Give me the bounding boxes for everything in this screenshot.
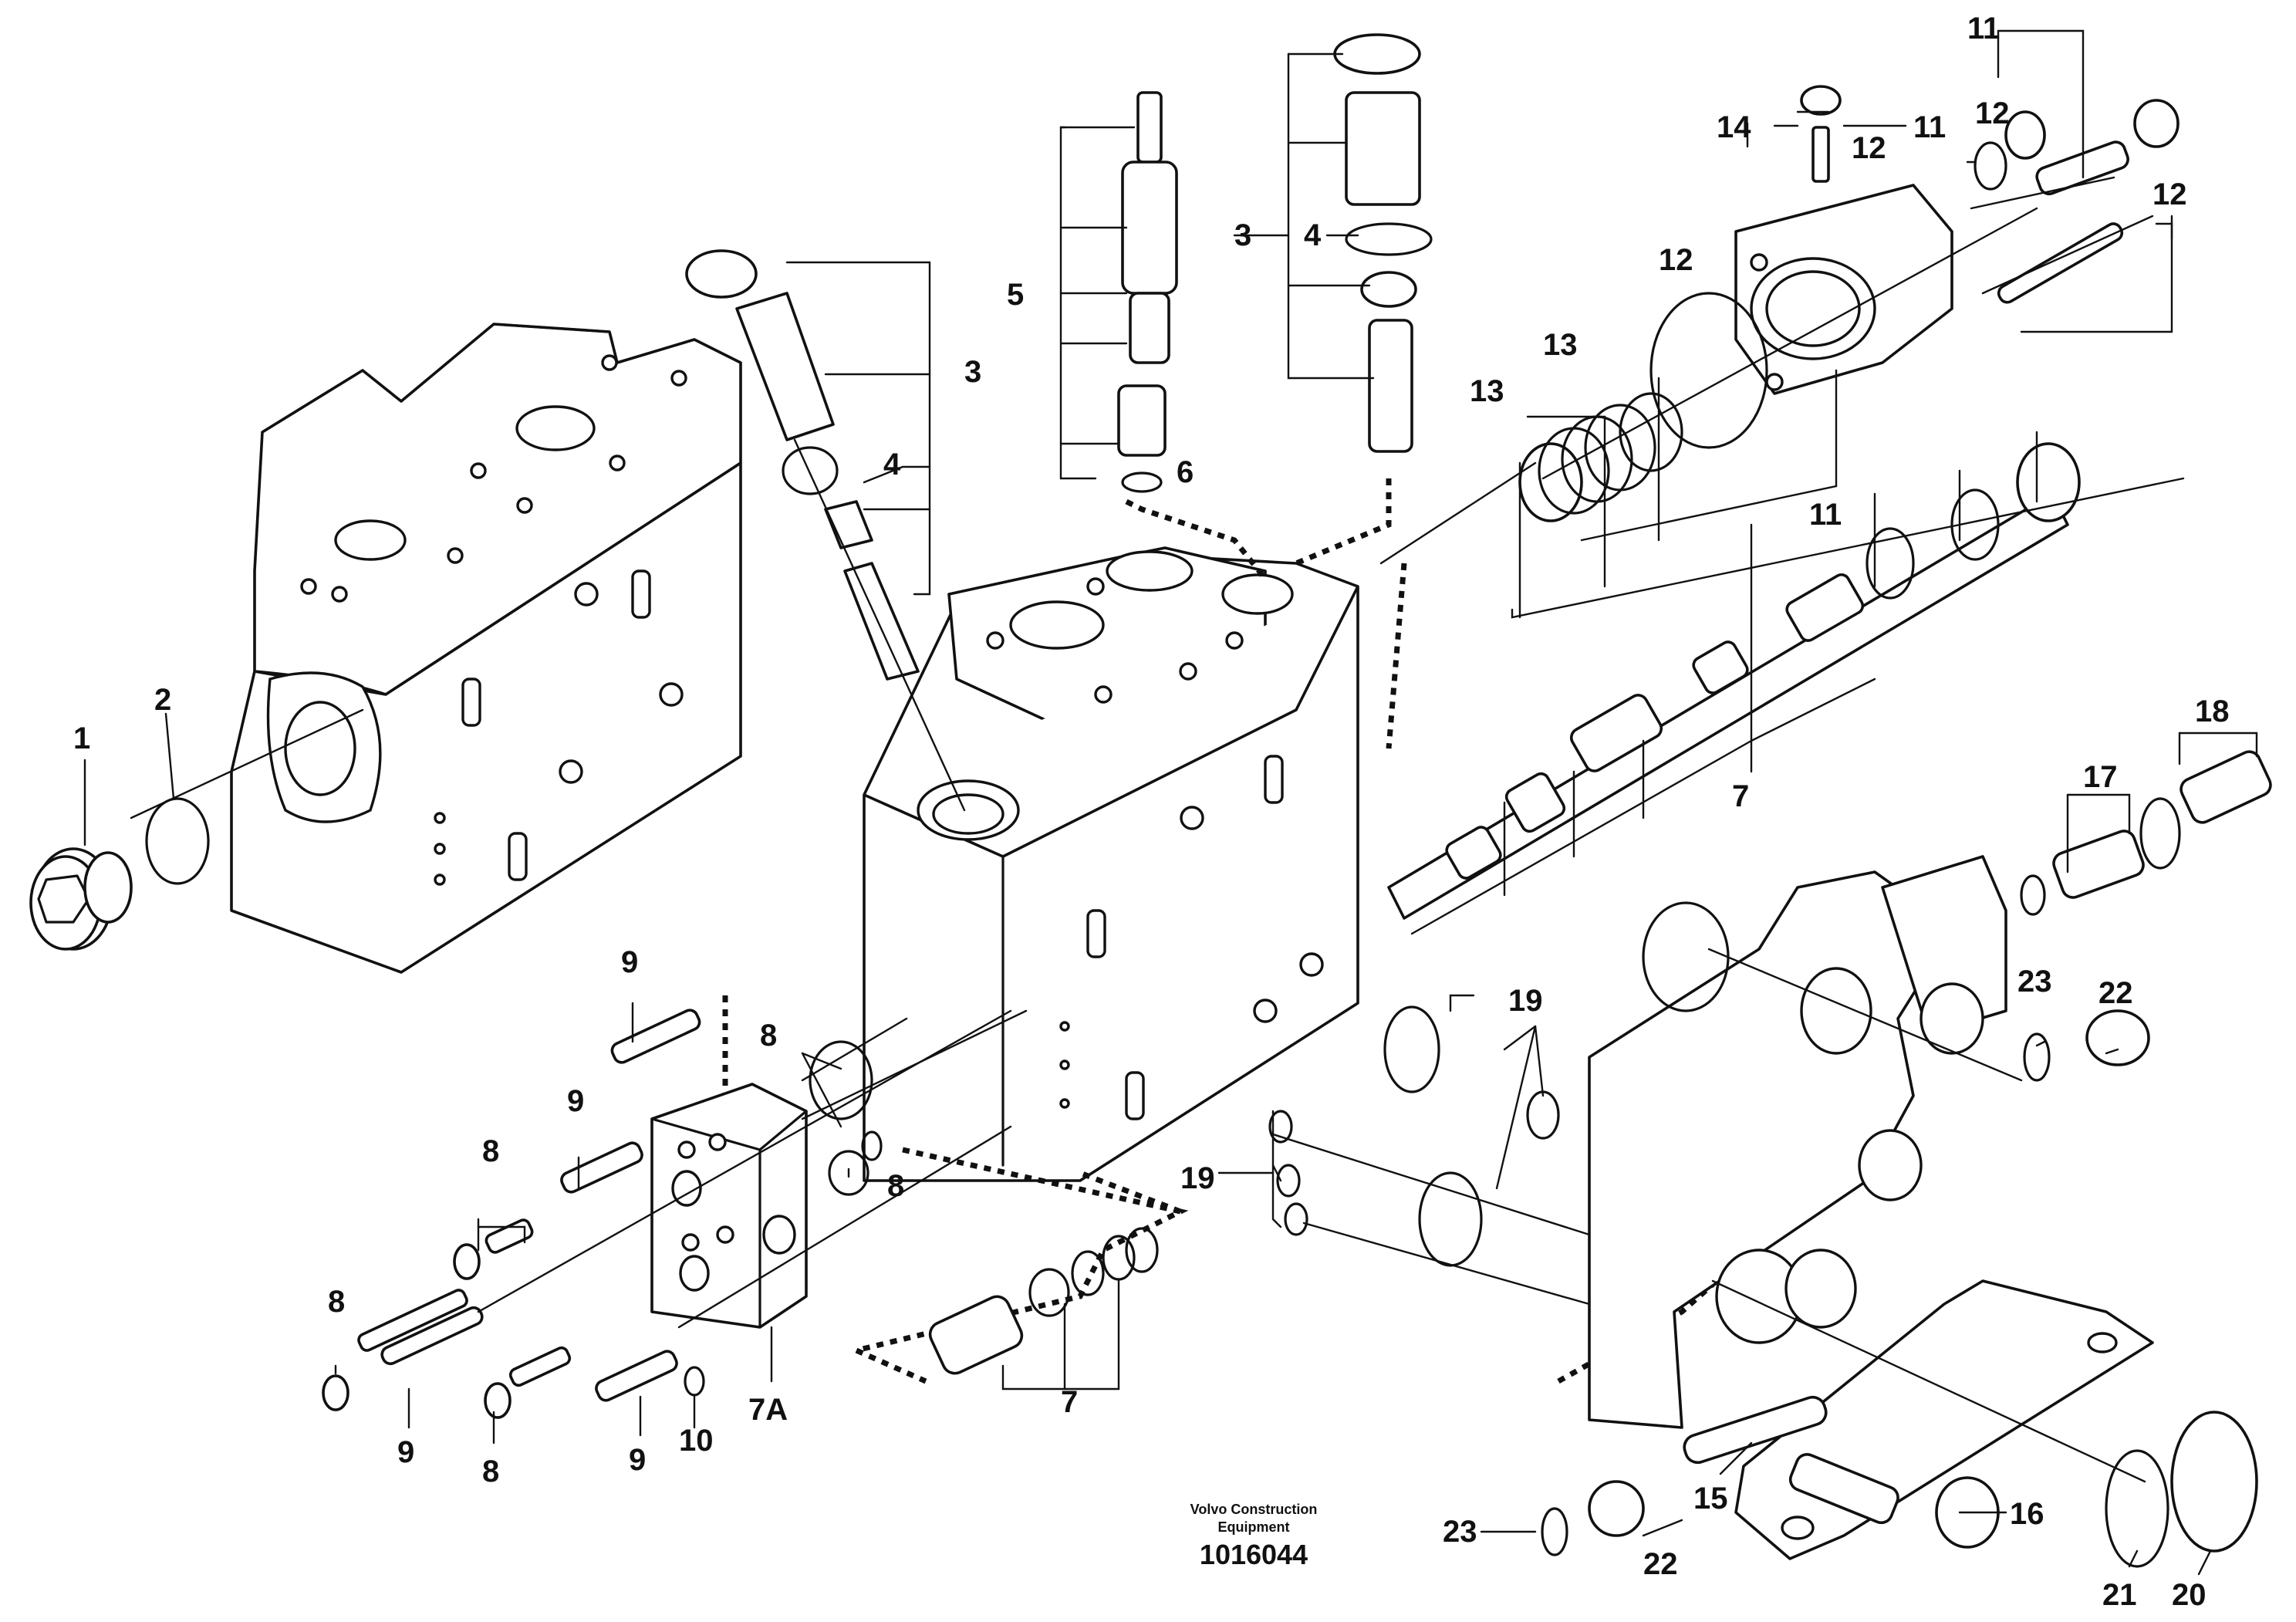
label-12-mid: 12 [1852, 131, 1886, 165]
label-23-bottom: 23 [1443, 1515, 1477, 1549]
label-3-left: 3 [964, 355, 981, 389]
left-valve-section [230, 323, 742, 974]
label-7-lower: 7 [1061, 1385, 1078, 1419]
label-7A: 7A [748, 1393, 788, 1427]
label-6: 6 [1177, 455, 1194, 489]
caption-line-2: Equipment [1218, 1519, 1290, 1535]
cartridge-3-right [1333, 33, 1433, 453]
label-8-left: 8 [328, 1285, 345, 1319]
label-8-bottom: 8 [482, 1455, 499, 1489]
label-9-mid: 9 [567, 1084, 584, 1118]
label-17: 17 [2083, 760, 2118, 794]
dash-guide-5 [848, 1147, 1189, 1384]
label-7-right: 7 [1732, 779, 1749, 813]
label-15: 15 [1693, 1482, 1728, 1516]
label-9-right: 9 [629, 1443, 646, 1477]
label-12-center: 12 [1659, 243, 1693, 277]
main-valve-body [863, 546, 1359, 1182]
spool-cover-11 [1734, 85, 2180, 395]
cartridge-5 [1117, 91, 1178, 493]
label-23-right: 23 [2017, 965, 2052, 999]
label-22-right: 22 [2098, 976, 2133, 1010]
label-3-right: 3 [1234, 218, 1251, 252]
label-4-left: 4 [883, 448, 901, 482]
label-5: 5 [1007, 278, 1024, 312]
relief-valve-left [685, 249, 966, 812]
caption: Volvo Construction Equipment 1016044 [1190, 1502, 1318, 1570]
leader-lines [83, 29, 2258, 1576]
label-8-right: 8 [887, 1169, 904, 1203]
dash-guide-1 [1125, 498, 1268, 581]
label-18: 18 [2195, 694, 2230, 728]
label-10: 10 [679, 1424, 714, 1458]
dash-guide-3 [1386, 563, 1407, 749]
callout-labels: 1 2 3 4 5 6 3 4 11 12 14 12 11 12 12 13 … [73, 12, 2230, 1612]
caption-line-1: Volvo Construction [1190, 1502, 1318, 1517]
bracket-assembly [1588, 855, 2258, 1568]
fitting-17-18 [2020, 750, 2272, 916]
label-14: 14 [1717, 110, 1751, 144]
o-ring-2 [145, 797, 210, 885]
label-11-top: 11 [1967, 12, 2000, 46]
label-13-left: 13 [1470, 374, 1504, 408]
label-21: 21 [2102, 1578, 2137, 1612]
label-19-left: 19 [1180, 1161, 1215, 1195]
label-11-bottom: 11 [1809, 498, 1842, 532]
label-13-right: 13 [1543, 328, 1578, 362]
o-ring-12 [1649, 292, 1768, 449]
label-22-bottom: 22 [1643, 1547, 1678, 1581]
label-4-right: 4 [1304, 218, 1322, 252]
label-11-mid: 11 [1913, 110, 1946, 144]
drawing-number: 1016044 [1200, 1539, 1308, 1570]
dash-guide-6 [1079, 1170, 1182, 1215]
label-12-right: 12 [2152, 177, 2187, 211]
o-rings-19 [1268, 1005, 1591, 1306]
check-valve-7-lower [928, 1227, 1159, 1375]
label-20: 20 [2172, 1578, 2207, 1612]
spring-13 [1518, 392, 1683, 522]
label-1: 1 [73, 721, 90, 755]
label-9-top: 9 [621, 945, 638, 979]
fittings-8 [322, 1009, 1028, 1419]
label-2: 2 [154, 683, 171, 717]
block-7A [650, 1083, 808, 1329]
label-8-mid: 8 [482, 1134, 499, 1168]
plug-22-upper [2023, 1009, 2150, 1082]
label-12-top: 12 [1975, 96, 2010, 130]
spool-7 [1387, 442, 2081, 920]
plug-1 [29, 847, 133, 951]
dash-guide-2 [1295, 478, 1392, 566]
plug-22-lower [1541, 1480, 1645, 1556]
label-8-top: 8 [760, 1019, 777, 1053]
label-16: 16 [2010, 1497, 2044, 1531]
label-19-top: 19 [1508, 984, 1543, 1018]
label-9-left: 9 [397, 1435, 414, 1469]
